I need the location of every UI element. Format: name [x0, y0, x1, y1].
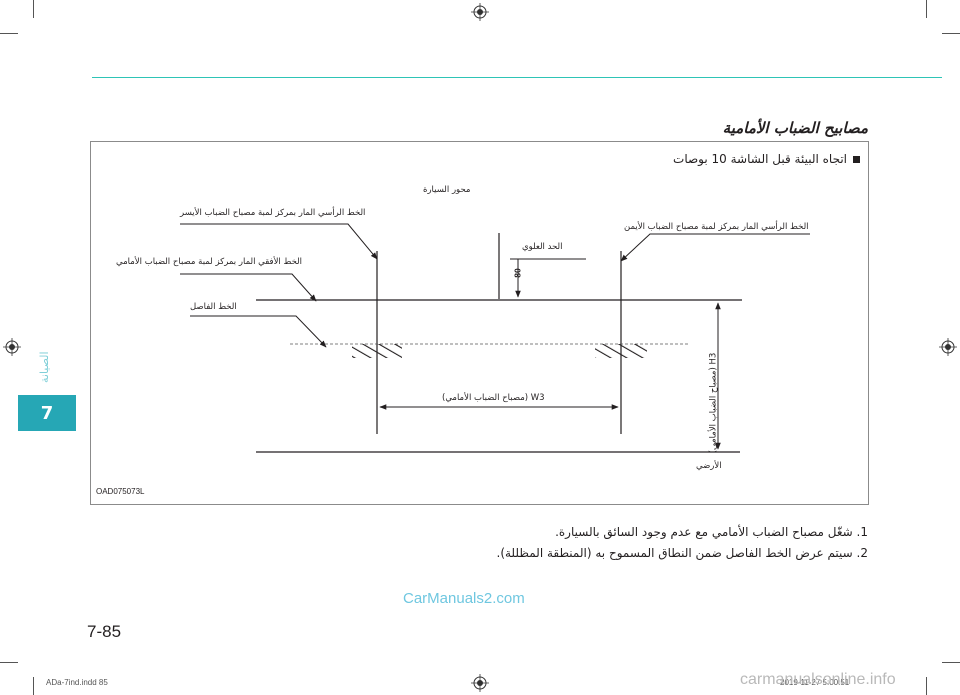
crop-mark: [33, 677, 34, 695]
right-vertical-leader: [620, 233, 810, 262]
page-number: 7-85: [87, 622, 122, 641]
ground-label: الأرضي: [696, 461, 722, 471]
crop-mark: [942, 33, 960, 34]
note-text: اتجاه البيئة قبل الشاشة 10 بوصات: [673, 152, 847, 166]
crop-mark: [0, 33, 18, 34]
bullet-square-icon: [853, 156, 860, 163]
brand-watermark: carmanualsonline.info: [740, 671, 896, 688]
side-section-label: الصيانة: [38, 351, 51, 384]
crop-mark: [926, 0, 927, 18]
left-hatched-zone: [352, 344, 402, 358]
right-vertical-label: الخط الرأسي المار بمركز لمبة مصباح الضبا…: [624, 222, 809, 232]
width-label: W3 (مصباح الضباب الأمامي): [442, 393, 545, 403]
footer-timestamp: 2019-11-27 5:00:51: [780, 678, 850, 687]
offset-value-label: 80: [512, 268, 523, 278]
footer-file: ADa-7ind.indd 85: [46, 678, 108, 687]
registration-mark-icon: [3, 338, 21, 356]
height-label: H3 (مصباح الضباب الأمامي): [708, 352, 719, 454]
left-vertical-leader: [180, 223, 378, 260]
header-rule: [92, 77, 942, 78]
crop-mark: [33, 0, 34, 18]
crop-mark: [0, 662, 18, 663]
crop-mark: [942, 662, 960, 663]
left-vertical-label: الخط الرأسي المار بمركز لمبة مصباح الضبا…: [180, 208, 366, 218]
cutoff-leader: [190, 315, 327, 348]
horizontal-center-label: الخط الأفقي المار بمركز لمبة مصباح الضبا…: [116, 257, 303, 267]
chapter-tab: 7: [18, 395, 76, 431]
watermark: CarManuals2.com: [403, 590, 525, 607]
registration-mark-icon: [471, 674, 489, 692]
upper-line-label: الحد العلوي: [522, 242, 563, 252]
right-hatched-zone: [595, 344, 647, 358]
diagram-code: OAD075073L: [96, 487, 145, 496]
horizontal-center-leader: [180, 273, 317, 302]
step-2: 2. سيتم عرض الخط الفاصل ضمن النطاق المسم…: [496, 546, 869, 560]
aiming-diagram: [180, 223, 810, 453]
cutoff-line-label: الخط الفاصل: [190, 302, 237, 312]
vehicle-axis-label: محور السيارة: [423, 185, 471, 195]
registration-mark-icon: [471, 3, 489, 21]
registration-mark-icon: [939, 338, 957, 356]
diagram-note: اتجاه البيئة قبل الشاشة 10 بوصات: [673, 152, 860, 166]
step-1: 1. شغّل مصباح الضباب الأمامي مع عدم وجود…: [555, 525, 868, 539]
diagram-frame: [90, 141, 869, 505]
section-title: مصابيح الضباب الأمامية: [722, 119, 868, 137]
crop-mark: [926, 677, 927, 695]
